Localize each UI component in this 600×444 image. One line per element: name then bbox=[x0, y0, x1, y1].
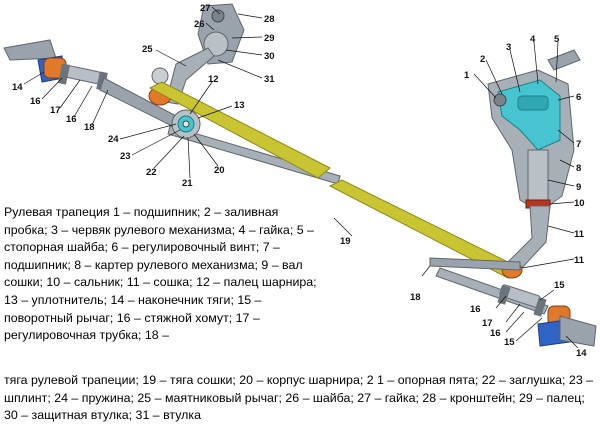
joint-pin-12 bbox=[182, 120, 190, 128]
right-clamp-16 bbox=[497, 285, 511, 305]
callout-6: 6 bbox=[576, 92, 581, 103]
callout-16-left: 16 bbox=[30, 96, 41, 107]
callout-14-right: 14 bbox=[576, 348, 587, 359]
callout-20: 20 bbox=[214, 165, 225, 176]
callout-14-left: 14 bbox=[12, 82, 23, 93]
callout-11-upper: 11 bbox=[574, 229, 585, 240]
callout-30: 30 bbox=[264, 51, 275, 62]
callout-23: 23 bbox=[120, 151, 131, 162]
right-swing-arm-15 bbox=[559, 315, 597, 347]
filler-plug-2 bbox=[493, 93, 507, 107]
pendulum-ball bbox=[151, 67, 169, 85]
sector-shaft-9 bbox=[527, 149, 549, 203]
worm-3 bbox=[517, 95, 549, 111]
callout-5: 5 bbox=[554, 34, 560, 45]
callout-15-left: 15 bbox=[554, 280, 565, 291]
callout-16-left-b: 16 bbox=[66, 114, 77, 125]
callout-3: 3 bbox=[506, 42, 511, 53]
callout-29: 29 bbox=[264, 33, 275, 44]
input-shaft bbox=[547, 49, 581, 71]
callout-16-right: 16 bbox=[470, 304, 481, 315]
callout-31: 31 bbox=[264, 74, 275, 85]
right-tie-rod-assembly bbox=[429, 257, 597, 347]
callout-15-right: 15 bbox=[504, 337, 515, 348]
callout-numbers: 27 26 28 29 30 31 25 14 16 17 16 18 12 1… bbox=[12, 3, 587, 359]
callout-9: 9 bbox=[576, 182, 581, 193]
callout-19: 19 bbox=[340, 236, 351, 247]
ball-joint-housing-20 bbox=[171, 109, 201, 139]
callout-21: 21 bbox=[182, 178, 193, 189]
callout-28: 28 bbox=[264, 14, 275, 25]
callout-26: 26 bbox=[194, 19, 205, 30]
callout-10: 10 bbox=[574, 198, 585, 209]
callout-11-lower: 11 bbox=[574, 255, 585, 266]
callout-18-left: 18 bbox=[84, 122, 95, 133]
callout-25: 25 bbox=[142, 44, 153, 55]
callout-12: 12 bbox=[208, 74, 219, 85]
right-clamp-16b bbox=[533, 297, 547, 317]
right-trapezoid-rod-18 bbox=[429, 257, 521, 271]
center-link-upper bbox=[148, 81, 331, 179]
callout-8: 8 bbox=[576, 163, 581, 174]
callout-27: 27 bbox=[200, 3, 211, 14]
pitman-arm-11 bbox=[507, 205, 551, 271]
left-swing-arm bbox=[3, 39, 57, 61]
callout-13: 13 bbox=[234, 100, 245, 111]
callout-4: 4 bbox=[530, 34, 536, 45]
callout-7: 7 bbox=[576, 139, 581, 150]
callout-22: 22 bbox=[146, 167, 157, 178]
bracket-nut-27 bbox=[211, 9, 225, 23]
caption-part-1: Рулевая трапеция 1 – подшипник; 2 – зали… bbox=[4, 205, 317, 343]
callout-24: 24 bbox=[108, 134, 119, 145]
caption-part-2: тяга рулевой трапеции; 19 – тяга сошки; … bbox=[4, 373, 594, 423]
callout-17-right: 17 bbox=[482, 318, 493, 329]
leader-lines bbox=[23, 6, 579, 349]
callout-16-right-b: 16 bbox=[490, 328, 501, 339]
callout-18-right: 18 bbox=[410, 292, 421, 303]
callout-1: 1 bbox=[464, 70, 470, 81]
steering-gearbox bbox=[487, 49, 581, 279]
right-lower-rod bbox=[435, 267, 549, 315]
callout-2: 2 bbox=[480, 54, 485, 65]
callout-17-left: 17 bbox=[50, 105, 61, 116]
